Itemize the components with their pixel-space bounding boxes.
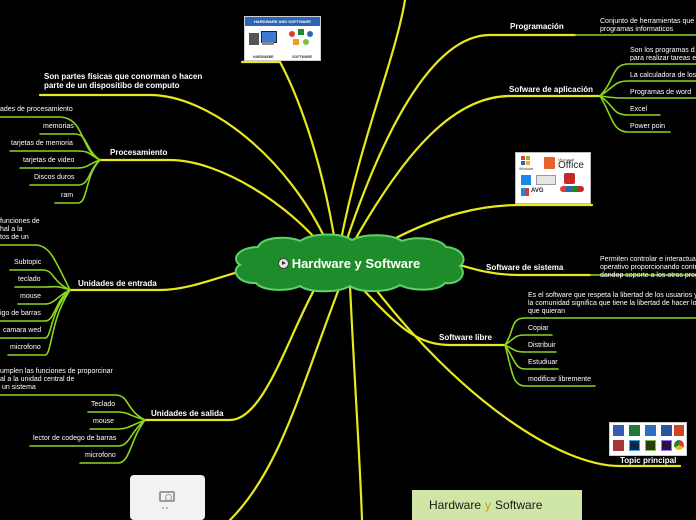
- aplicacion-item[interactable]: Power poin: [630, 123, 666, 130]
- salida-topic[interactable]: Unidades de salida: [151, 409, 224, 418]
- hardware-software-image[interactable]: HARDWARE AND SOFTWARE HARDWARE SOFTWARE: [244, 16, 321, 61]
- branch-to-bottom-left: [228, 284, 342, 520]
- salida-item[interactable]: mouse: [93, 418, 115, 425]
- camera-icon: [159, 491, 175, 502]
- procesamiento-item[interactable]: tarjetas de video: [23, 157, 75, 164]
- branch-to-aplicacion: [350, 94, 602, 247]
- salida-item[interactable]: lector de codego de barras: [33, 435, 117, 442]
- office-label: Office: [558, 160, 584, 171]
- aplicacion-item[interactable]: La calculadora de los: [630, 72, 696, 79]
- app-red-icon: [564, 173, 575, 184]
- libre-topic[interactable]: Software libre: [439, 333, 492, 342]
- photoshop-icon: [629, 440, 640, 451]
- central-topic-title: Hardware y Software: [291, 255, 421, 271]
- salida-item[interactable]: Teclado: [91, 401, 116, 408]
- entrada-item[interactable]: mouse: [20, 293, 42, 300]
- access-icon: [613, 440, 624, 451]
- central-topic-shape: [234, 233, 465, 293]
- branch-to-topic: [368, 280, 682, 468]
- aplicacion-item[interactable]: Programas de word: [630, 89, 692, 96]
- procesamiento-item[interactable]: memorias: [43, 123, 74, 130]
- central-icon: [277, 257, 289, 269]
- entrada-item[interactable]: igo de barras: [0, 310, 41, 317]
- programacion-topic[interactable]: Programación: [510, 22, 564, 31]
- libre-item[interactable]: Copiar: [528, 325, 549, 332]
- windows-flag-icon: [536, 175, 556, 185]
- libre-item[interactable]: Distribuir: [528, 342, 556, 349]
- app-colorful-icons: [560, 186, 584, 192]
- hardware-definition[interactable]: Son partes físicas que conorman o hacen …: [44, 72, 203, 90]
- windows-label: Windows: [519, 167, 534, 171]
- salida-description[interactable]: umplen las funciones de proporcinar al a…: [0, 368, 113, 391]
- excel-icon: [629, 425, 640, 436]
- branch-to-bottom: [348, 284, 364, 520]
- powerpoint-icon: [674, 425, 684, 436]
- branch-to-logos: [390, 203, 594, 242]
- visio-icon: [613, 425, 624, 436]
- microsoft-label: Microsoft: [558, 157, 575, 162]
- software-logos-image[interactable]: Windows Microsoft Office AVG: [515, 152, 591, 204]
- programacion-description[interactable]: Conjunto de herramientas que programas i…: [600, 18, 695, 33]
- topic-principal[interactable]: Topic principal: [620, 456, 677, 465]
- software-caption: SOFTWARE: [292, 55, 312, 59]
- sistema-description[interactable]: Permiten controlar e interactua operativ…: [600, 256, 696, 279]
- procesamiento-topic[interactable]: Procesamiento: [110, 148, 168, 157]
- hardware-caption: HARDWARE: [253, 55, 274, 59]
- windows-logo-icon: [521, 156, 531, 166]
- aplicacion-item[interactable]: Excel: [630, 106, 648, 113]
- infopath-icon: [645, 425, 656, 436]
- central-topic[interactable]: Hardware y Software: [232, 240, 466, 286]
- image-title-bar: HARDWARE AND SOFTWARE: [245, 17, 320, 26]
- entrada-item[interactable]: camara wed: [3, 327, 42, 334]
- avg-logo-icon: [521, 188, 529, 196]
- pager-dots: [162, 507, 164, 509]
- windows-store-icon: [521, 175, 531, 185]
- avg-label: AVG: [531, 188, 544, 194]
- premiere-icon: [661, 440, 672, 451]
- branch-to-procesamiento: [98, 158, 327, 252]
- aplicacion-topic[interactable]: Sofware de aplicación: [509, 85, 594, 94]
- entrada-topic[interactable]: Unidades de entrada: [78, 279, 157, 288]
- word-icon: [661, 425, 672, 436]
- hardware-software-card[interactable]: Hardware y Software: [412, 490, 582, 520]
- aplicacion-item[interactable]: Son los programas d para realizar tareas…: [630, 47, 696, 62]
- dreamweaver-icon: [645, 440, 656, 451]
- branch-to-top: [338, 0, 407, 247]
- card-word-software: Software: [495, 498, 543, 512]
- procesamiento-item[interactable]: ram: [61, 192, 74, 199]
- chrome-icon: [674, 440, 684, 450]
- libre-description[interactable]: Es el software que respeta la libertad d…: [528, 292, 696, 315]
- branch-to-hardware-def: [38, 93, 330, 247]
- card-word-y: y: [485, 498, 492, 512]
- branch-to-programacion: [343, 33, 577, 247]
- image-placeholder[interactable]: [130, 475, 205, 520]
- procesamiento-item[interactable]: tarjetas de memoria: [11, 140, 73, 147]
- entrada-item[interactable]: Subtopic: [14, 259, 42, 266]
- card-word-hardware: Hardware: [429, 498, 482, 512]
- procesamiento-item[interactable]: ades de procesamiento: [0, 106, 73, 113]
- entrada-item[interactable]: microfono: [10, 344, 41, 351]
- app-icons-image[interactable]: [609, 422, 687, 456]
- libre-item[interactable]: Estudiuar: [528, 359, 558, 366]
- branch-to-salida: [143, 281, 320, 422]
- salida-item[interactable]: microfono: [85, 452, 116, 459]
- entrada-description[interactable]: funciones de hal a la tos de un: [0, 218, 40, 241]
- procesamiento-item[interactable]: Discos duros: [34, 174, 75, 181]
- sistema-topic[interactable]: Software de sistema: [486, 263, 564, 272]
- entrada-item[interactable]: teclado: [18, 276, 41, 283]
- libre-item[interactable]: modificar libremente: [528, 376, 592, 383]
- branch-to-hardware-image: [240, 60, 337, 244]
- office-logo-icon: [544, 157, 555, 169]
